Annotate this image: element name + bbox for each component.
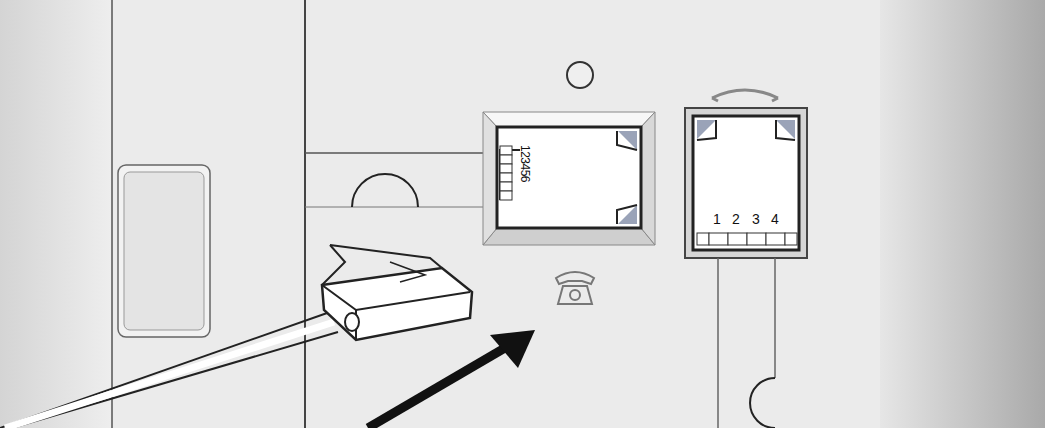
- pin-numbers: 123456: [519, 145, 531, 182]
- pin-number: 1: [713, 212, 721, 226]
- pin-number: 4: [771, 212, 779, 226]
- pin-number: 3: [752, 212, 760, 226]
- pin-number: 2: [732, 212, 740, 226]
